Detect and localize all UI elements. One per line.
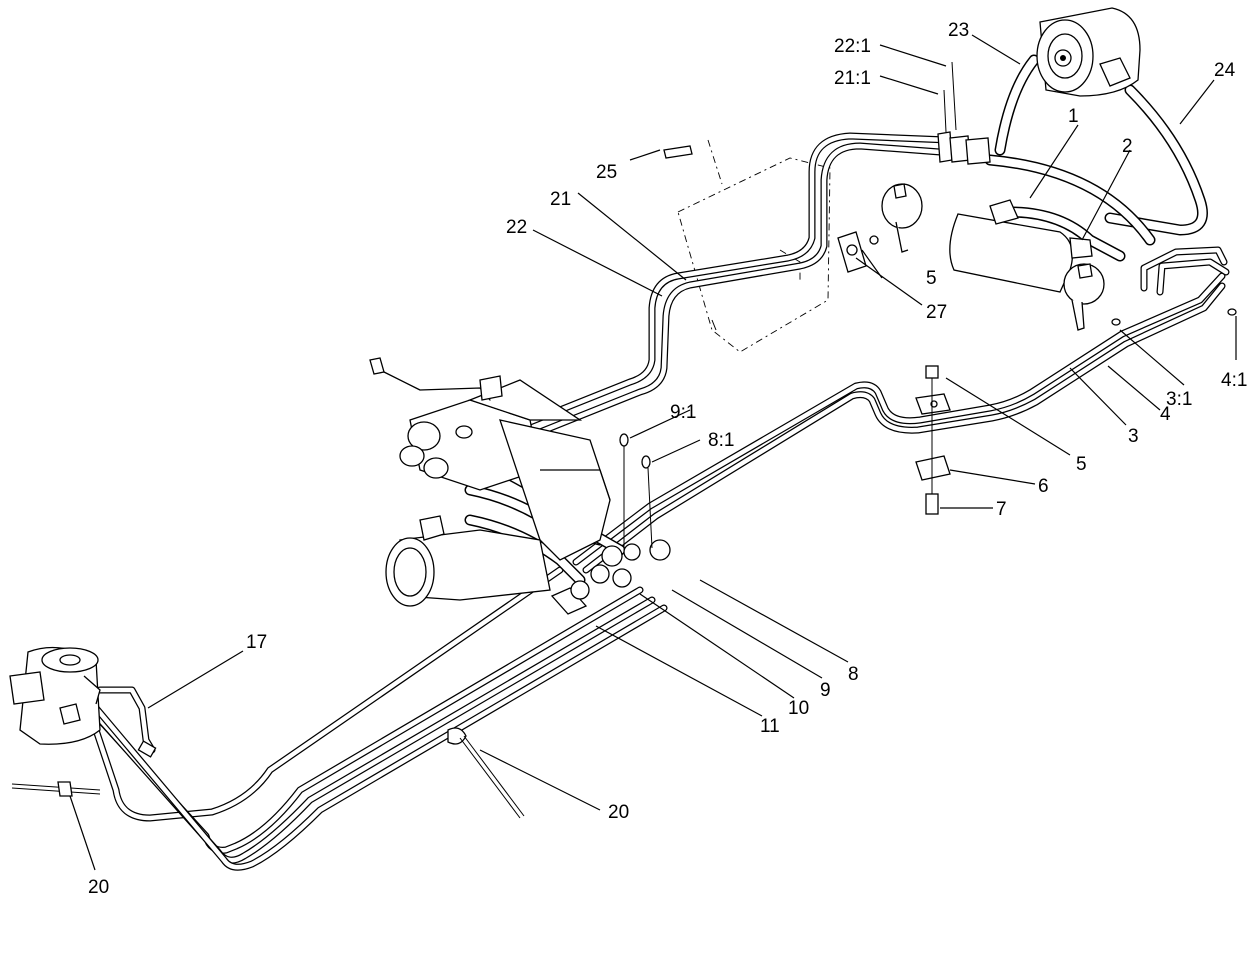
callout-20-right: 20 <box>608 802 629 823</box>
callout-8-1: 8:1 <box>708 430 734 451</box>
hose-24 <box>984 54 1208 246</box>
callout-9-1: 9:1 <box>670 402 696 423</box>
cable-ties <box>11 727 525 819</box>
steering-cylinder <box>881 183 1105 331</box>
callout-22-1: 22:1 <box>834 36 871 57</box>
callout-8: 8 <box>848 664 859 685</box>
bracket-27 <box>837 231 879 273</box>
fitting-block <box>550 539 671 615</box>
hose-1 <box>1004 206 1126 262</box>
control-valve <box>369 357 611 607</box>
leader-lines <box>69 34 1237 871</box>
callout-20-left: 20 <box>88 877 109 898</box>
tube-3-4 <box>572 246 1230 574</box>
clamp-stack <box>915 365 951 515</box>
lower-tubes <box>84 566 668 871</box>
steering-unit <box>9 646 101 745</box>
callout-3: 3 <box>1128 426 1139 447</box>
callout-11: 11 <box>760 716 780 737</box>
callout-labels: 1 2 3 4 5 5 6 7 8 9 10 11 17 20 20 21 22… <box>88 20 1247 898</box>
callout-21-1: 21:1 <box>834 68 871 89</box>
callout-5-lower: 5 <box>1076 454 1087 475</box>
callout-7: 7 <box>996 499 1007 520</box>
callout-22: 22 <box>506 217 527 238</box>
callout-27: 27 <box>926 302 947 323</box>
callout-23: 23 <box>948 20 969 41</box>
callout-6: 6 <box>1038 476 1049 497</box>
small-parts <box>619 61 1237 550</box>
callout-24: 24 <box>1214 60 1236 81</box>
mounting-bracket <box>677 139 831 353</box>
callout-2: 2 <box>1122 136 1133 157</box>
callout-10: 10 <box>788 698 809 719</box>
wheel-motor <box>1036 7 1141 97</box>
callout-9: 9 <box>820 680 831 701</box>
callout-1: 1 <box>1068 106 1079 127</box>
callout-5-upper: 5 <box>926 268 937 289</box>
callout-21: 21 <box>550 189 571 210</box>
callout-25: 25 <box>596 162 617 183</box>
callout-17: 17 <box>246 632 267 653</box>
tube-21-22 <box>506 132 952 444</box>
callout-4: 4 <box>1160 404 1171 425</box>
callout-3-1: 3:1 <box>1166 389 1192 410</box>
callout-4-1: 4:1 <box>1221 370 1247 391</box>
tube-17 <box>96 686 157 758</box>
